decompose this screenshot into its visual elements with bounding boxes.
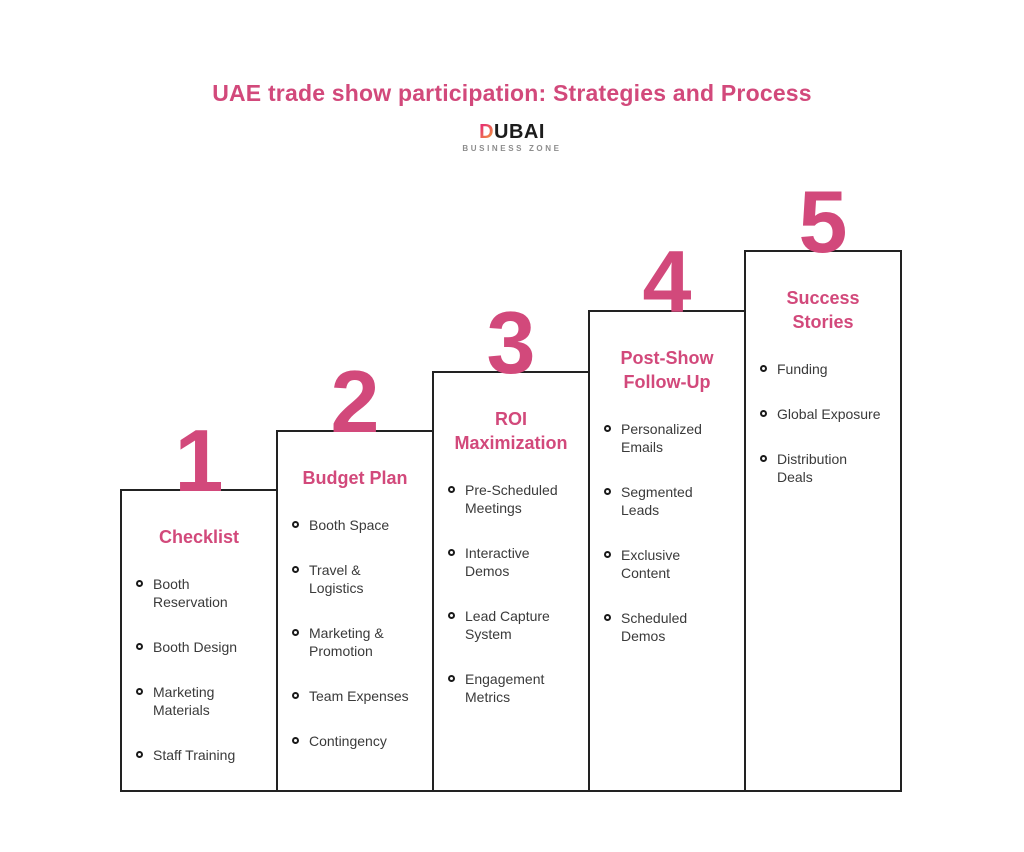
step-title: ROI Maximization bbox=[454, 409, 568, 453]
step-item-label: Booth Design bbox=[153, 639, 238, 655]
step-item: Lead Capture System bbox=[448, 607, 582, 643]
step-item-label: Contingency bbox=[309, 733, 387, 749]
step-item: Booth Reservation bbox=[136, 575, 270, 611]
step-box: 4 Post-Show Follow-Up Personalized Email… bbox=[588, 238, 746, 792]
step-item: Engagement Metrics bbox=[448, 670, 582, 706]
step-item-label: Travel & Logistics bbox=[309, 562, 364, 596]
step-number: 4 bbox=[642, 232, 692, 331]
step-item: Team Expenses bbox=[292, 687, 426, 705]
bullet-icon bbox=[136, 688, 143, 695]
bullet-icon bbox=[448, 612, 455, 619]
bullet-icon bbox=[760, 410, 767, 417]
step-item: Global Exposure bbox=[760, 405, 894, 423]
step-item: Contingency bbox=[292, 732, 426, 750]
step-item-label: Engagement Metrics bbox=[465, 671, 545, 705]
step-item-label: Interactive Demos bbox=[465, 545, 530, 579]
step-item-label: Segmented Leads bbox=[621, 484, 693, 518]
step-item-label: Exclusive Content bbox=[621, 547, 681, 581]
step-title: Post-Show Follow-Up bbox=[620, 348, 714, 392]
step-item-label: Pre-Scheduled Meetings bbox=[465, 482, 558, 516]
step-number: 5 bbox=[798, 172, 848, 271]
step-item: Segmented Leads bbox=[604, 483, 738, 519]
step-item-label: Distribution Deals bbox=[777, 451, 848, 485]
step-item: Funding bbox=[760, 360, 894, 378]
brand-logo-letter-icon: D bbox=[479, 121, 495, 143]
step-item: Scheduled Demos bbox=[604, 609, 738, 645]
step-item: Marketing & Promotion bbox=[292, 624, 426, 660]
bullet-icon bbox=[448, 675, 455, 682]
step-item: Exclusive Content bbox=[604, 546, 738, 582]
step-item: Booth Design bbox=[136, 638, 270, 656]
step-item-label: Global Exposure bbox=[777, 406, 881, 422]
bullet-icon bbox=[292, 692, 299, 699]
bullet-icon bbox=[136, 643, 143, 650]
step-item-label: Booth Space bbox=[309, 517, 390, 533]
step-number: 3 bbox=[486, 293, 536, 392]
bullet-icon bbox=[760, 455, 767, 462]
page-title: UAE trade show participation: Strategies… bbox=[212, 80, 812, 106]
bullet-icon bbox=[292, 737, 299, 744]
step-number: 1 bbox=[174, 411, 224, 510]
bullet-icon bbox=[604, 551, 611, 558]
step-item-label: Staff Training bbox=[153, 747, 236, 763]
step-title: Success Stories bbox=[786, 288, 860, 332]
bullet-icon bbox=[448, 549, 455, 556]
bullet-icon bbox=[292, 521, 299, 528]
bullet-icon bbox=[136, 751, 143, 758]
brand-logo-tagline: BUSINESS ZONE bbox=[462, 144, 562, 153]
step-item: Personalized Emails bbox=[604, 420, 738, 456]
bullet-icon bbox=[136, 580, 143, 587]
step-item-label: Marketing & Promotion bbox=[309, 625, 384, 659]
step-item-label: Personalized Emails bbox=[621, 421, 702, 455]
step-item: Interactive Demos bbox=[448, 544, 582, 580]
step-item: Pre-Scheduled Meetings bbox=[448, 481, 582, 517]
step-box: 3 ROI Maximization Pre-Scheduled Meeting… bbox=[432, 299, 590, 792]
brand-logo-rest: UBAI bbox=[494, 121, 545, 143]
brand-logo-wordmark: DUBAI bbox=[0, 121, 1024, 143]
bullet-icon bbox=[448, 486, 455, 493]
step-item-label: Booth Reservation bbox=[153, 576, 228, 610]
bullet-icon bbox=[292, 566, 299, 573]
step-item-label: Scheduled Demos bbox=[621, 610, 688, 644]
bullet-icon bbox=[604, 488, 611, 495]
step-item: Booth Space bbox=[292, 516, 426, 534]
step-item: Marketing Materials bbox=[136, 683, 270, 719]
bullet-icon bbox=[760, 365, 767, 372]
step-item-label: Lead Capture System bbox=[465, 608, 550, 642]
step-item: Travel & Logistics bbox=[292, 561, 426, 597]
step-number: 2 bbox=[330, 352, 380, 451]
step-item-label: Funding bbox=[777, 361, 828, 377]
step-title: Checklist bbox=[158, 527, 240, 547]
step-title: Budget Plan bbox=[302, 468, 408, 488]
bullet-icon bbox=[604, 425, 611, 432]
step-item: Staff Training bbox=[136, 746, 270, 764]
bullet-icon bbox=[604, 614, 611, 621]
step-item-label: Marketing Materials bbox=[153, 684, 215, 718]
bullet-icon bbox=[292, 629, 299, 636]
step-item-label: Team Expenses bbox=[309, 688, 409, 704]
brand-logo: DUBAI BUSINESS ZONE bbox=[0, 121, 1024, 154]
step-item: Distribution Deals bbox=[760, 450, 894, 486]
